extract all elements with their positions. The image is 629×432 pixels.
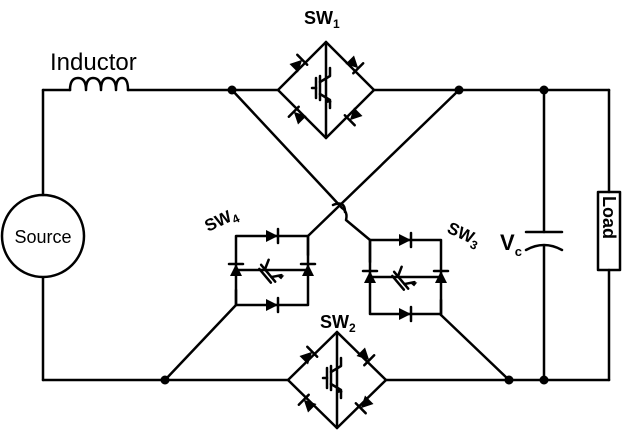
switch-sw3 <box>361 231 450 323</box>
capacitor-symbol <box>524 230 564 252</box>
sw1-label: SW1 <box>304 8 340 31</box>
junction-dot <box>160 375 170 385</box>
switch-sw4 <box>227 227 317 314</box>
inductor-symbol <box>68 76 130 92</box>
wire-sw4-to-bottom <box>163 303 238 382</box>
load-label: Load <box>599 196 619 239</box>
junction-dot <box>539 375 549 385</box>
source-symbol <box>0 193 86 279</box>
sw4-label: SW4 <box>202 204 242 238</box>
junction-dot <box>454 85 464 95</box>
wire-diag-a1 <box>230 88 332 197</box>
junction-dots <box>160 85 549 385</box>
junction-dot <box>504 375 514 385</box>
load-symbol <box>596 190 622 272</box>
inductor-label: Inductor <box>50 49 137 76</box>
wire-diag-b <box>306 88 461 238</box>
sw3-label: SW3 <box>443 218 483 252</box>
source-label: Source <box>14 227 71 247</box>
switch-sw1 <box>276 40 376 140</box>
vc-label: Vc <box>500 230 522 259</box>
switch-sw2 <box>286 330 388 430</box>
sw2-label: SW2 <box>320 312 356 335</box>
junction-dot <box>227 85 237 95</box>
junction-dot <box>539 85 549 95</box>
wire-diag-a2 <box>328 193 372 242</box>
wire-sw3-to-bottom <box>439 313 511 382</box>
wire-hop <box>331 202 347 214</box>
